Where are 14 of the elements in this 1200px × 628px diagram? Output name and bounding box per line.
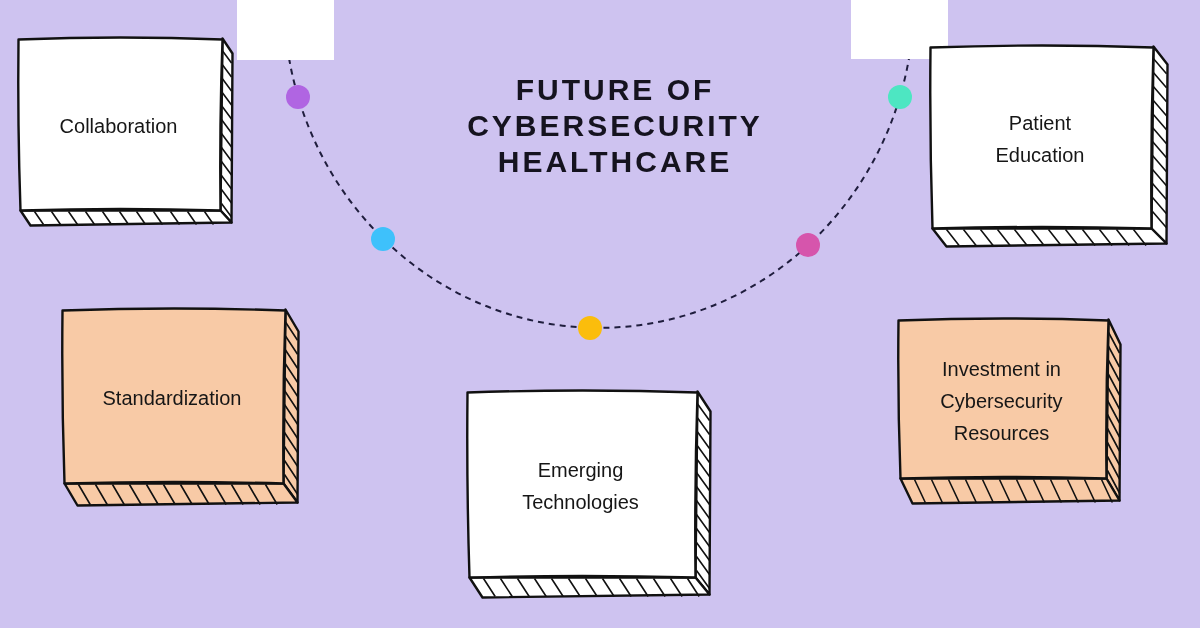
hatched-card	[928, 43, 1169, 248]
title: FUTURE OF CYBERSECURITY HEALTHCARE	[466, 72, 764, 180]
topic-label: Collaboration	[59, 114, 178, 139]
hatched-card	[465, 388, 712, 599]
topic-label: Patient Education	[994, 111, 1086, 168]
hatched-card	[60, 306, 300, 507]
dashed-arc-connector	[288, 56, 911, 329]
topic-label: Emerging Technologies	[521, 458, 640, 515]
topic-label: Standardization	[102, 386, 242, 411]
hatched-card	[16, 35, 234, 227]
blank-panel	[850, 0, 948, 59]
topic-label: Investment in Cybersecurity Resources	[939, 356, 1064, 446]
blank-panel	[236, 0, 334, 60]
hatched-card	[896, 316, 1122, 505]
